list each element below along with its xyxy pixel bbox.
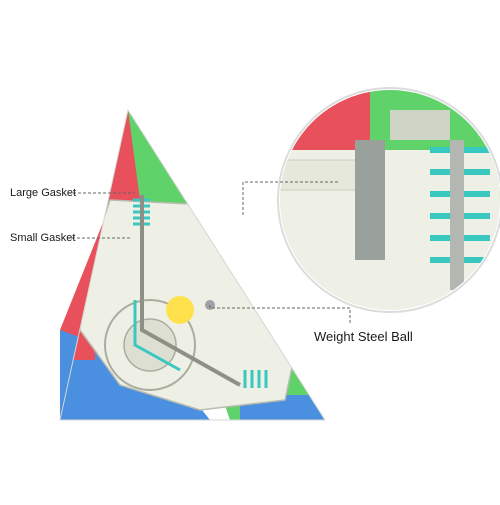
small-gasket-label: Small Gasket [10,232,76,244]
pyraminx-cube [59,108,326,421]
weight-steel-ball-label: Weight Steel Ball [314,329,413,344]
axle-rod [140,195,241,387]
large-gasket-label: Large Gasket [10,187,77,199]
leader-zoom [242,181,340,215]
magnet [206,226,214,234]
yellow-center [166,296,194,324]
leader-steel-ball [209,305,351,325]
zoom-detail [277,87,500,313]
spring-right [243,370,268,388]
magnet-rod [133,300,181,372]
